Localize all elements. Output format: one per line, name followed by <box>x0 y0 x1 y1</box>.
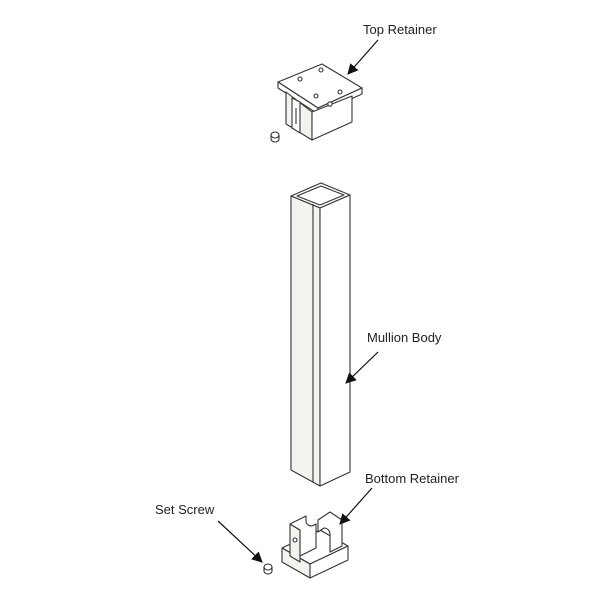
mullion-body-label: Mullion Body <box>367 330 442 345</box>
bottom-retainer-label: Bottom Retainer <box>365 471 460 486</box>
top-retainer-leader <box>347 39 379 75</box>
mullion-body-leader <box>345 351 379 384</box>
top-retainer-callout: Top Retainer <box>347 22 437 75</box>
set-screw-leader <box>217 520 263 563</box>
bottom-retainer-leader <box>339 487 373 525</box>
mullion-body-part <box>290 182 351 487</box>
set-screw-callout: Set Screw <box>155 502 263 563</box>
top-set-screw-part <box>270 131 280 143</box>
bottom-set-screw-part <box>263 563 273 575</box>
set-screw-label: Set Screw <box>155 502 215 517</box>
bottom-retainer-callout: Bottom Retainer <box>339 471 460 525</box>
top-retainer-part <box>277 63 363 141</box>
bottom-retainer-part <box>281 511 349 579</box>
mullion-body-callout: Mullion Body <box>345 330 442 384</box>
top-retainer-label: Top Retainer <box>363 22 437 37</box>
